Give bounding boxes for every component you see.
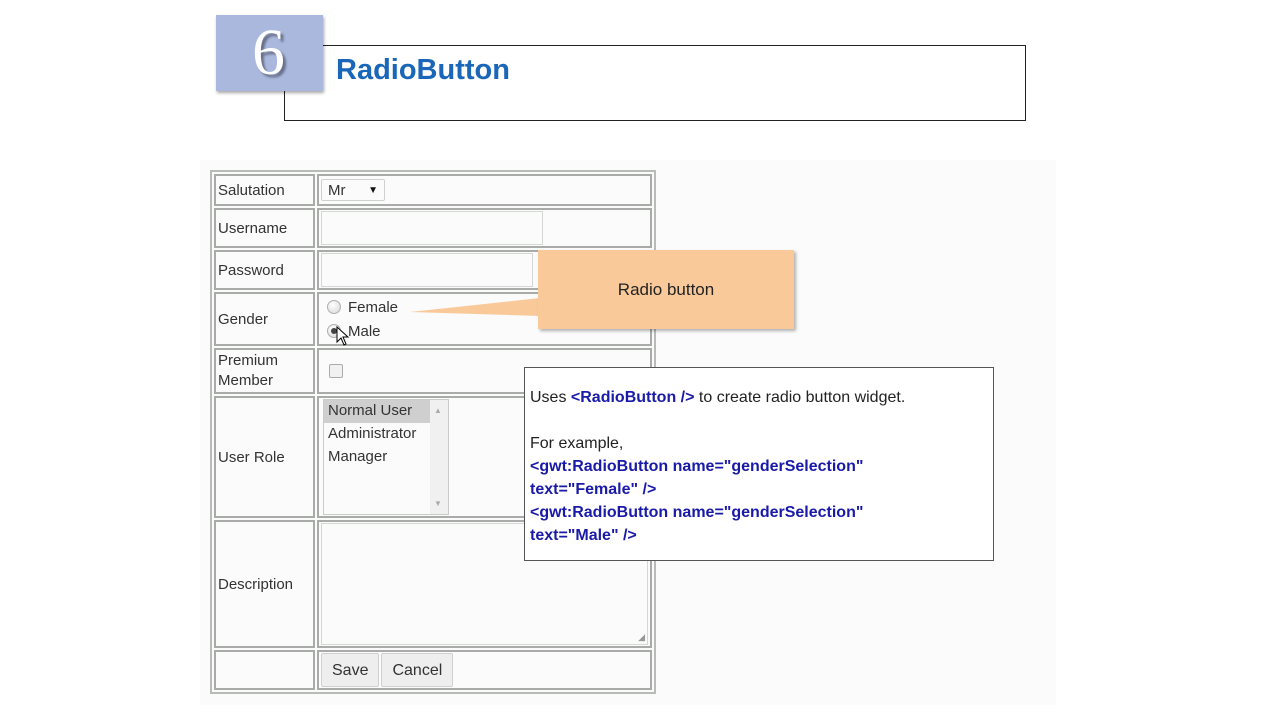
step-number: 6: [252, 16, 285, 89]
salutation-label: Salutation: [214, 174, 315, 206]
radio-female-label: Female: [348, 298, 399, 316]
code-line: <gwt:RadioButton name="genderSelection": [530, 504, 864, 521]
listbox-option[interactable]: Administrator: [328, 425, 417, 442]
code-line: <gwt:RadioButton name="genderSelection": [530, 458, 864, 475]
code-line: text="Female" />: [530, 481, 657, 498]
title-frame: [284, 45, 1026, 121]
resize-grip-icon[interactable]: ◢: [638, 632, 645, 642]
username-label: Username: [214, 208, 315, 248]
radio-circle-icon[interactable]: [327, 300, 341, 314]
premium-label-line2: Member: [218, 372, 274, 389]
gender-label: Gender: [214, 292, 315, 346]
listbox-scrollbar[interactable]: ▲ ▼: [430, 400, 448, 514]
scroll-down-icon[interactable]: ▼: [434, 499, 442, 508]
user-role-label: User Role: [214, 396, 315, 518]
cancel-button[interactable]: Cancel: [381, 653, 454, 687]
radio-button-callout: Radio button: [538, 250, 794, 329]
mouse-cursor-icon: [336, 326, 350, 346]
radio-female[interactable]: Female: [321, 295, 648, 319]
empty-label-cell: [214, 650, 315, 690]
password-input[interactable]: [321, 253, 533, 287]
radio-male-label: Male: [348, 322, 381, 340]
save-button[interactable]: Save: [321, 653, 380, 687]
code-line: text="Male" />: [530, 527, 637, 544]
info-prefix: Uses: [530, 389, 571, 406]
premium-checkbox[interactable]: [329, 364, 343, 378]
premium-label-line1: Premium: [218, 352, 279, 369]
info-suffix: to create radio button widget.: [694, 389, 906, 406]
user-role-listbox[interactable]: Normal User Administrator Manager ▲ ▼: [323, 399, 449, 515]
step-badge: 6: [216, 15, 323, 91]
listbox-option[interactable]: Normal User: [324, 400, 430, 423]
scroll-up-icon[interactable]: ▲: [434, 406, 442, 415]
password-label: Password: [214, 250, 315, 290]
callout-text: Radio button: [617, 279, 715, 299]
salutation-value: Mr: [328, 181, 346, 199]
username-input[interactable]: [321, 211, 543, 245]
dropdown-arrow-icon: ▼: [368, 184, 378, 196]
info-box: Uses <RadioButton /> to create radio but…: [524, 367, 994, 561]
info-code-inline: <RadioButton />: [570, 389, 695, 406]
description-label: Description: [214, 520, 315, 648]
listbox-option[interactable]: Manager: [328, 448, 388, 465]
example-intro: For example,: [530, 435, 624, 452]
salutation-select[interactable]: Mr ▼: [321, 179, 385, 201]
page-title: RadioButton: [336, 54, 510, 86]
callout-pointer: [410, 298, 540, 316]
